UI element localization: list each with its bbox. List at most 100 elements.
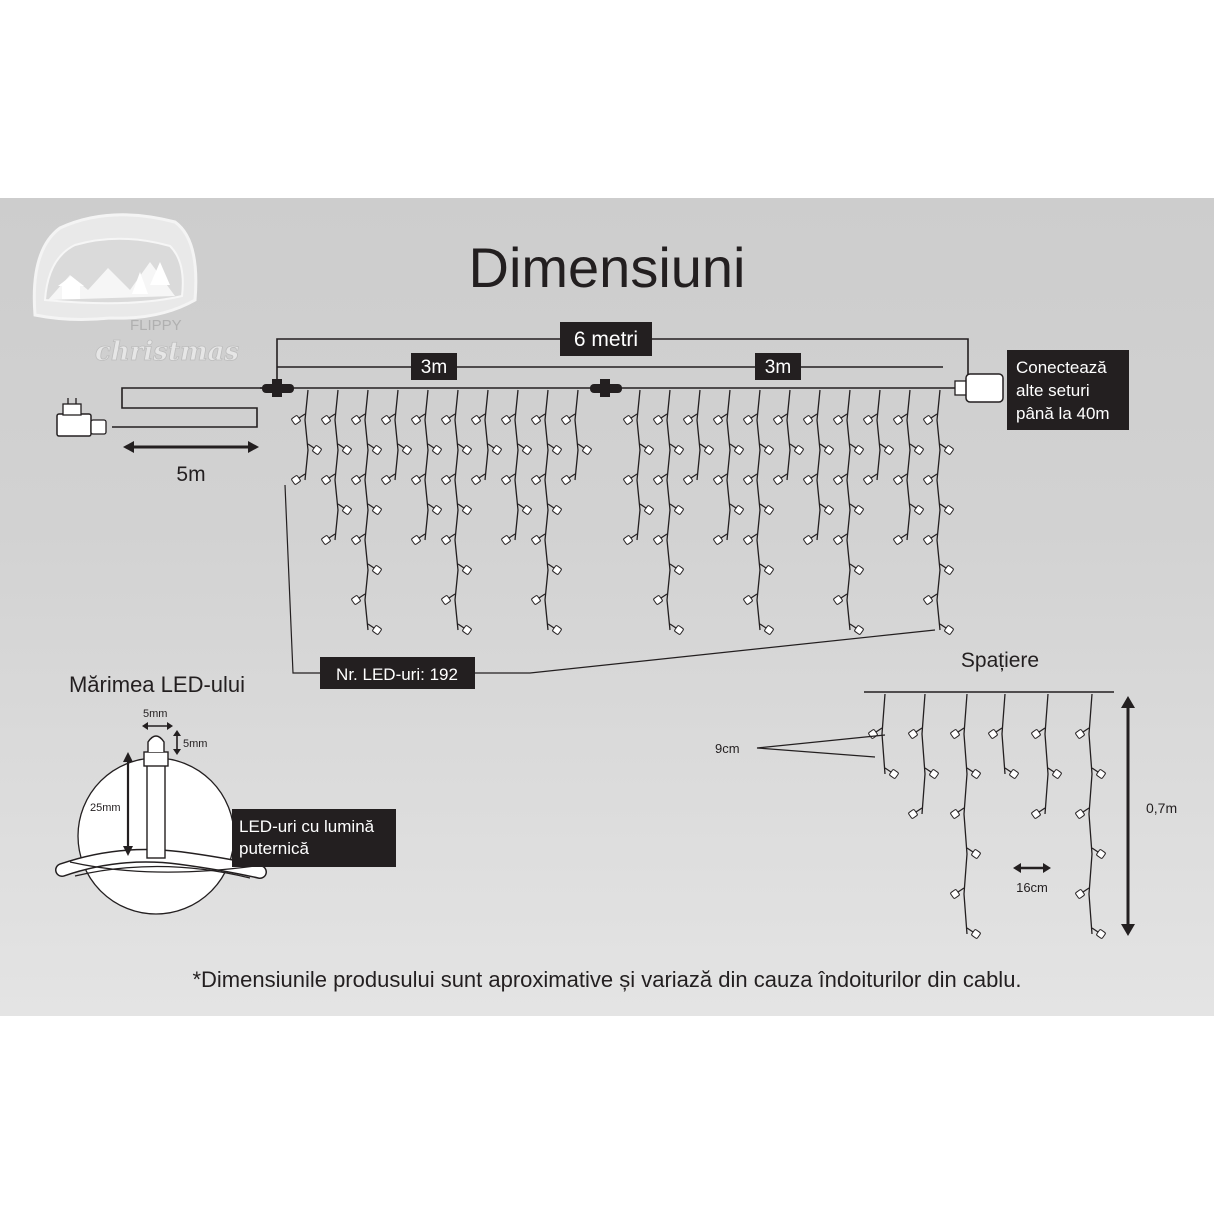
- joint-connector-left: [262, 379, 294, 397]
- led-bulb: [833, 415, 843, 425]
- led-bulb: [950, 889, 960, 899]
- led-bulb: [854, 505, 864, 515]
- led-bulb: [372, 445, 382, 455]
- segment-right-label: 3m: [765, 357, 791, 378]
- lead-cable: [112, 387, 265, 428]
- led-count-leader: [284, 484, 936, 674]
- led-bulb: [854, 445, 864, 455]
- led-bulb: [291, 415, 301, 425]
- led-bulb: [552, 505, 562, 515]
- connect-info-line-1: Conectează: [1016, 358, 1107, 377]
- drop-height-label: 0,7m: [1146, 800, 1177, 816]
- led-bulb: [743, 475, 753, 485]
- led-count-box: [320, 657, 475, 689]
- led-bulb: [623, 535, 633, 545]
- led-stem-label: 25mm: [90, 802, 121, 814]
- drop-wire: [921, 693, 926, 815]
- led-bulb: [552, 565, 562, 575]
- led-bulb: [704, 445, 714, 455]
- led-width-label: 5mm: [143, 708, 167, 720]
- led-bulb: [889, 769, 899, 779]
- led-bulb: [522, 505, 532, 515]
- led-bulb: [402, 445, 412, 455]
- spacing-title: Spațiere: [961, 649, 1039, 672]
- drop-wire: [424, 389, 429, 541]
- led-size-detail: [55, 722, 267, 915]
- led-bulb: [988, 729, 998, 739]
- led-size-title: Mărimea LED-ului: [69, 672, 245, 697]
- led-bulb: [893, 475, 903, 485]
- led-bulb: [441, 415, 451, 425]
- flippy-christmas-logo: FLIPPY christmas: [32, 213, 240, 367]
- drop-wire: [846, 389, 851, 631]
- led-bulb: [773, 475, 783, 485]
- led-type-line-1: LED-uri cu lumină: [239, 817, 375, 836]
- led-bulb: [914, 445, 924, 455]
- led-bulb: [863, 415, 873, 425]
- connect-info-line-2: alte seturi: [1016, 381, 1090, 400]
- drop-wire: [544, 389, 549, 631]
- led-bulb: [462, 625, 472, 635]
- led-bulb: [653, 535, 663, 545]
- drop-wire: [726, 389, 731, 541]
- led-bulb: [908, 729, 918, 739]
- led-bulb: [1031, 809, 1041, 819]
- led-bulb: [351, 535, 361, 545]
- led-bulb: [653, 415, 663, 425]
- led-bulb: [312, 445, 322, 455]
- power-adapter-icon: [56, 398, 107, 437]
- led-bulb: [1075, 729, 1085, 739]
- led-bulb: [929, 769, 939, 779]
- led-bulb: [342, 445, 352, 455]
- led-bulb: [531, 535, 541, 545]
- led-bulb: [683, 475, 693, 485]
- segment-right-box: [755, 353, 801, 380]
- joint-connector-middle: [590, 379, 622, 397]
- drop-wire: [484, 389, 489, 481]
- led-bulb: [764, 565, 774, 575]
- drop-wire: [394, 389, 399, 481]
- drop-wire: [574, 389, 579, 481]
- drop-wire: [786, 389, 791, 481]
- led-bulb: [950, 729, 960, 739]
- led-bulb: [321, 415, 331, 425]
- lead-arrow: [123, 441, 259, 453]
- led-bulb: [764, 625, 774, 635]
- segment-left-label: 3m: [421, 357, 447, 378]
- led-bulb: [734, 505, 744, 515]
- led-bulb: [441, 535, 451, 545]
- led-bulb: [803, 415, 813, 425]
- led-bulb: [552, 625, 562, 635]
- led-bulb: [411, 415, 421, 425]
- drop-wire: [963, 693, 968, 935]
- led-bulb: [854, 625, 864, 635]
- horizontal-spacing-arrow: [1013, 863, 1051, 873]
- led-bulb: [868, 729, 878, 739]
- led-bulb: [764, 445, 774, 455]
- led-bulb: [441, 595, 451, 605]
- led-bulb: [944, 445, 954, 455]
- led-bulb: [623, 475, 633, 485]
- drop-wire: [816, 389, 821, 541]
- led-bulb-icon: [147, 735, 165, 752]
- led-bulb: [833, 595, 843, 605]
- led-bulb: [893, 535, 903, 545]
- led-bulb: [462, 505, 472, 515]
- led-bulb: [914, 505, 924, 515]
- led-bulb: [561, 415, 571, 425]
- led-bulb: [1075, 809, 1085, 819]
- led-bulb: [884, 445, 894, 455]
- led-bulb: [674, 625, 684, 635]
- drop-wire: [636, 389, 641, 541]
- led-bulb: [803, 535, 813, 545]
- led-bulb: [833, 475, 843, 485]
- led-bulb: [411, 535, 421, 545]
- led-bulb: [531, 595, 541, 605]
- led-bulb: [893, 415, 903, 425]
- led-bulb: [971, 769, 981, 779]
- led-bulb: [713, 535, 723, 545]
- disclaimer-text: *Dimensiunile produsului sunt aproximati…: [192, 967, 1021, 992]
- led-bulb: [381, 415, 391, 425]
- led-bulb: [1052, 769, 1062, 779]
- led-bulb: [944, 625, 954, 635]
